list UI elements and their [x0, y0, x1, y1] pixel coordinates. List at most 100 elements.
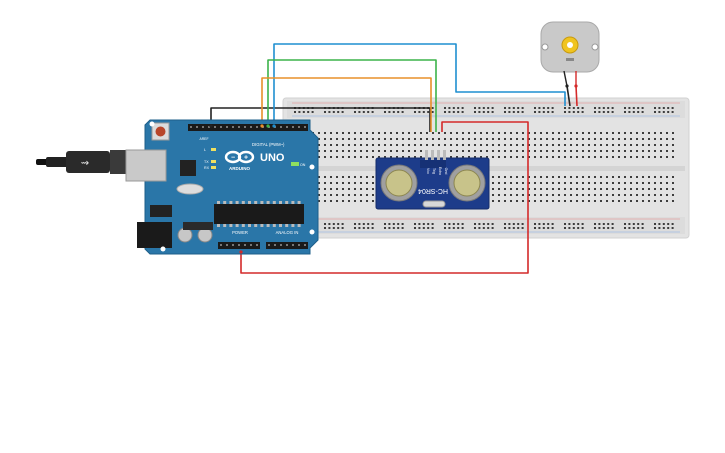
- breadboard-rail-hole: [328, 111, 331, 113]
- breadboard-rail-hole: [607, 111, 610, 113]
- breadboard-hole: [318, 132, 320, 134]
- chip-pin: [279, 224, 282, 227]
- wire-green[interactable]: [267, 59, 437, 132]
- breadboard-rail-hole: [487, 111, 490, 113]
- breadboard-hole: [324, 194, 326, 196]
- breadboard-hole: [612, 138, 614, 140]
- breadboard-rail-hole: [504, 223, 506, 225]
- breadboard-hole: [666, 144, 668, 146]
- breadboard-hole: [522, 188, 524, 190]
- usb-cable[interactable]: ⇝: [36, 150, 128, 174]
- wire-tips: [209, 124, 276, 254]
- breadboard-rail-hole: [478, 107, 481, 109]
- breadboard-hole: [372, 138, 374, 140]
- breadboard-hole: [582, 182, 584, 184]
- breadboard-rail-hole: [594, 111, 596, 113]
- sensor-model-label: HC-SR04: [418, 187, 448, 194]
- wire-vcc-red[interactable]: [240, 121, 529, 274]
- motor-terminal-black[interactable]: [563, 70, 568, 87]
- breadboard-hole: [414, 144, 416, 146]
- breadboard-hole: [618, 188, 620, 190]
- breadboard-hole: [354, 182, 356, 184]
- breadboard-rail-hole: [517, 227, 520, 229]
- breadboard-rail-hole: [542, 111, 545, 113]
- wire-blue[interactable]: [273, 43, 566, 126]
- wire-gnd-black[interactable]: [210, 107, 431, 132]
- breadboard-hole: [348, 182, 350, 184]
- breadboard-hole: [552, 188, 554, 190]
- breadboard-hole: [432, 132, 434, 134]
- breadboard-rail-hole: [667, 111, 670, 113]
- breadboard-hole: [336, 138, 338, 140]
- breadboard-hole: [390, 132, 392, 134]
- breadboard-hole: [600, 156, 602, 158]
- breadboard-hole: [318, 144, 320, 146]
- breadboard-hole: [546, 144, 548, 146]
- breadboard-rail-hole: [452, 107, 455, 109]
- wire-orange[interactable]: [261, 77, 432, 132]
- breadboard-hole: [462, 132, 464, 134]
- breadboard-hole: [606, 188, 608, 190]
- motor-shaft: [567, 42, 573, 48]
- breadboard-hole: [648, 156, 650, 158]
- wire-motor-black[interactable]: [566, 85, 571, 107]
- breadboard-hole: [324, 132, 326, 134]
- breadboard-rail-hole: [654, 111, 656, 113]
- breadboard-hole: [498, 188, 500, 190]
- breadboard-rail-hole: [397, 227, 400, 229]
- breadboard-hole: [528, 200, 530, 202]
- breadboard-hole: [600, 144, 602, 146]
- breadboard-hole: [594, 150, 596, 152]
- chip-pin: [254, 224, 258, 227]
- breadboard-hole: [474, 132, 476, 134]
- breadboard-hole: [618, 156, 620, 158]
- breadboard-rail-hole: [358, 111, 361, 113]
- breadboard-hole: [450, 132, 452, 134]
- breadboard-rail-hole: [457, 223, 460, 225]
- breadboard-hole: [588, 132, 590, 134]
- breadboard-hole: [336, 156, 338, 158]
- breadboard-hole: [648, 182, 650, 184]
- header-pin: [226, 126, 228, 128]
- power-jack: [137, 222, 172, 248]
- arduino-uno[interactable]: ⇝ − + UNO ARDUINO DIGITAL (PWM~) P: [36, 119, 319, 255]
- wire-motor-red[interactable]: [575, 85, 578, 107]
- breadboard-hole: [324, 176, 326, 178]
- breadboard-rail-hole: [388, 223, 391, 225]
- breadboard-hole: [612, 200, 614, 202]
- breadboard-rail-hole: [324, 227, 326, 229]
- breadboard-hole: [576, 132, 578, 134]
- breadboard-hole: [492, 144, 494, 146]
- breadboard-hole: [570, 176, 572, 178]
- breadboard-hole: [552, 194, 554, 196]
- digital-header[interactable]: [188, 124, 308, 131]
- breadboard-hole: [486, 156, 488, 158]
- breadboard-hole: [366, 182, 368, 184]
- breadboard-hole: [498, 182, 500, 184]
- breadboard-hole: [624, 200, 626, 202]
- breadboard-hole: [438, 144, 440, 146]
- chip-pin: [254, 201, 258, 204]
- breadboard-rail-hole: [508, 107, 511, 109]
- header-pin: [238, 244, 240, 246]
- usb-symbol-icon: ⇝: [81, 158, 89, 169]
- chip-pin: [248, 201, 251, 204]
- breadboard-hole: [414, 150, 416, 152]
- breadboard-hole: [666, 182, 668, 184]
- breadboard-rail-hole: [384, 111, 386, 113]
- breadboard-hole: [468, 144, 470, 146]
- capacitor-1: [177, 227, 193, 243]
- breadboard-hole: [492, 156, 494, 158]
- breadboard-hole: [582, 200, 584, 202]
- chip-pin: [297, 224, 301, 227]
- dc-motor[interactable]: [540, 21, 600, 88]
- header-pin: [190, 126, 192, 128]
- breadboard-rail-hole: [422, 227, 425, 229]
- breadboard-hole: [354, 200, 356, 202]
- wires[interactable]: [210, 43, 578, 274]
- breadboard-hole: [600, 138, 602, 140]
- breadboard-rail-hole: [534, 223, 536, 225]
- breadboard-hole: [618, 144, 620, 146]
